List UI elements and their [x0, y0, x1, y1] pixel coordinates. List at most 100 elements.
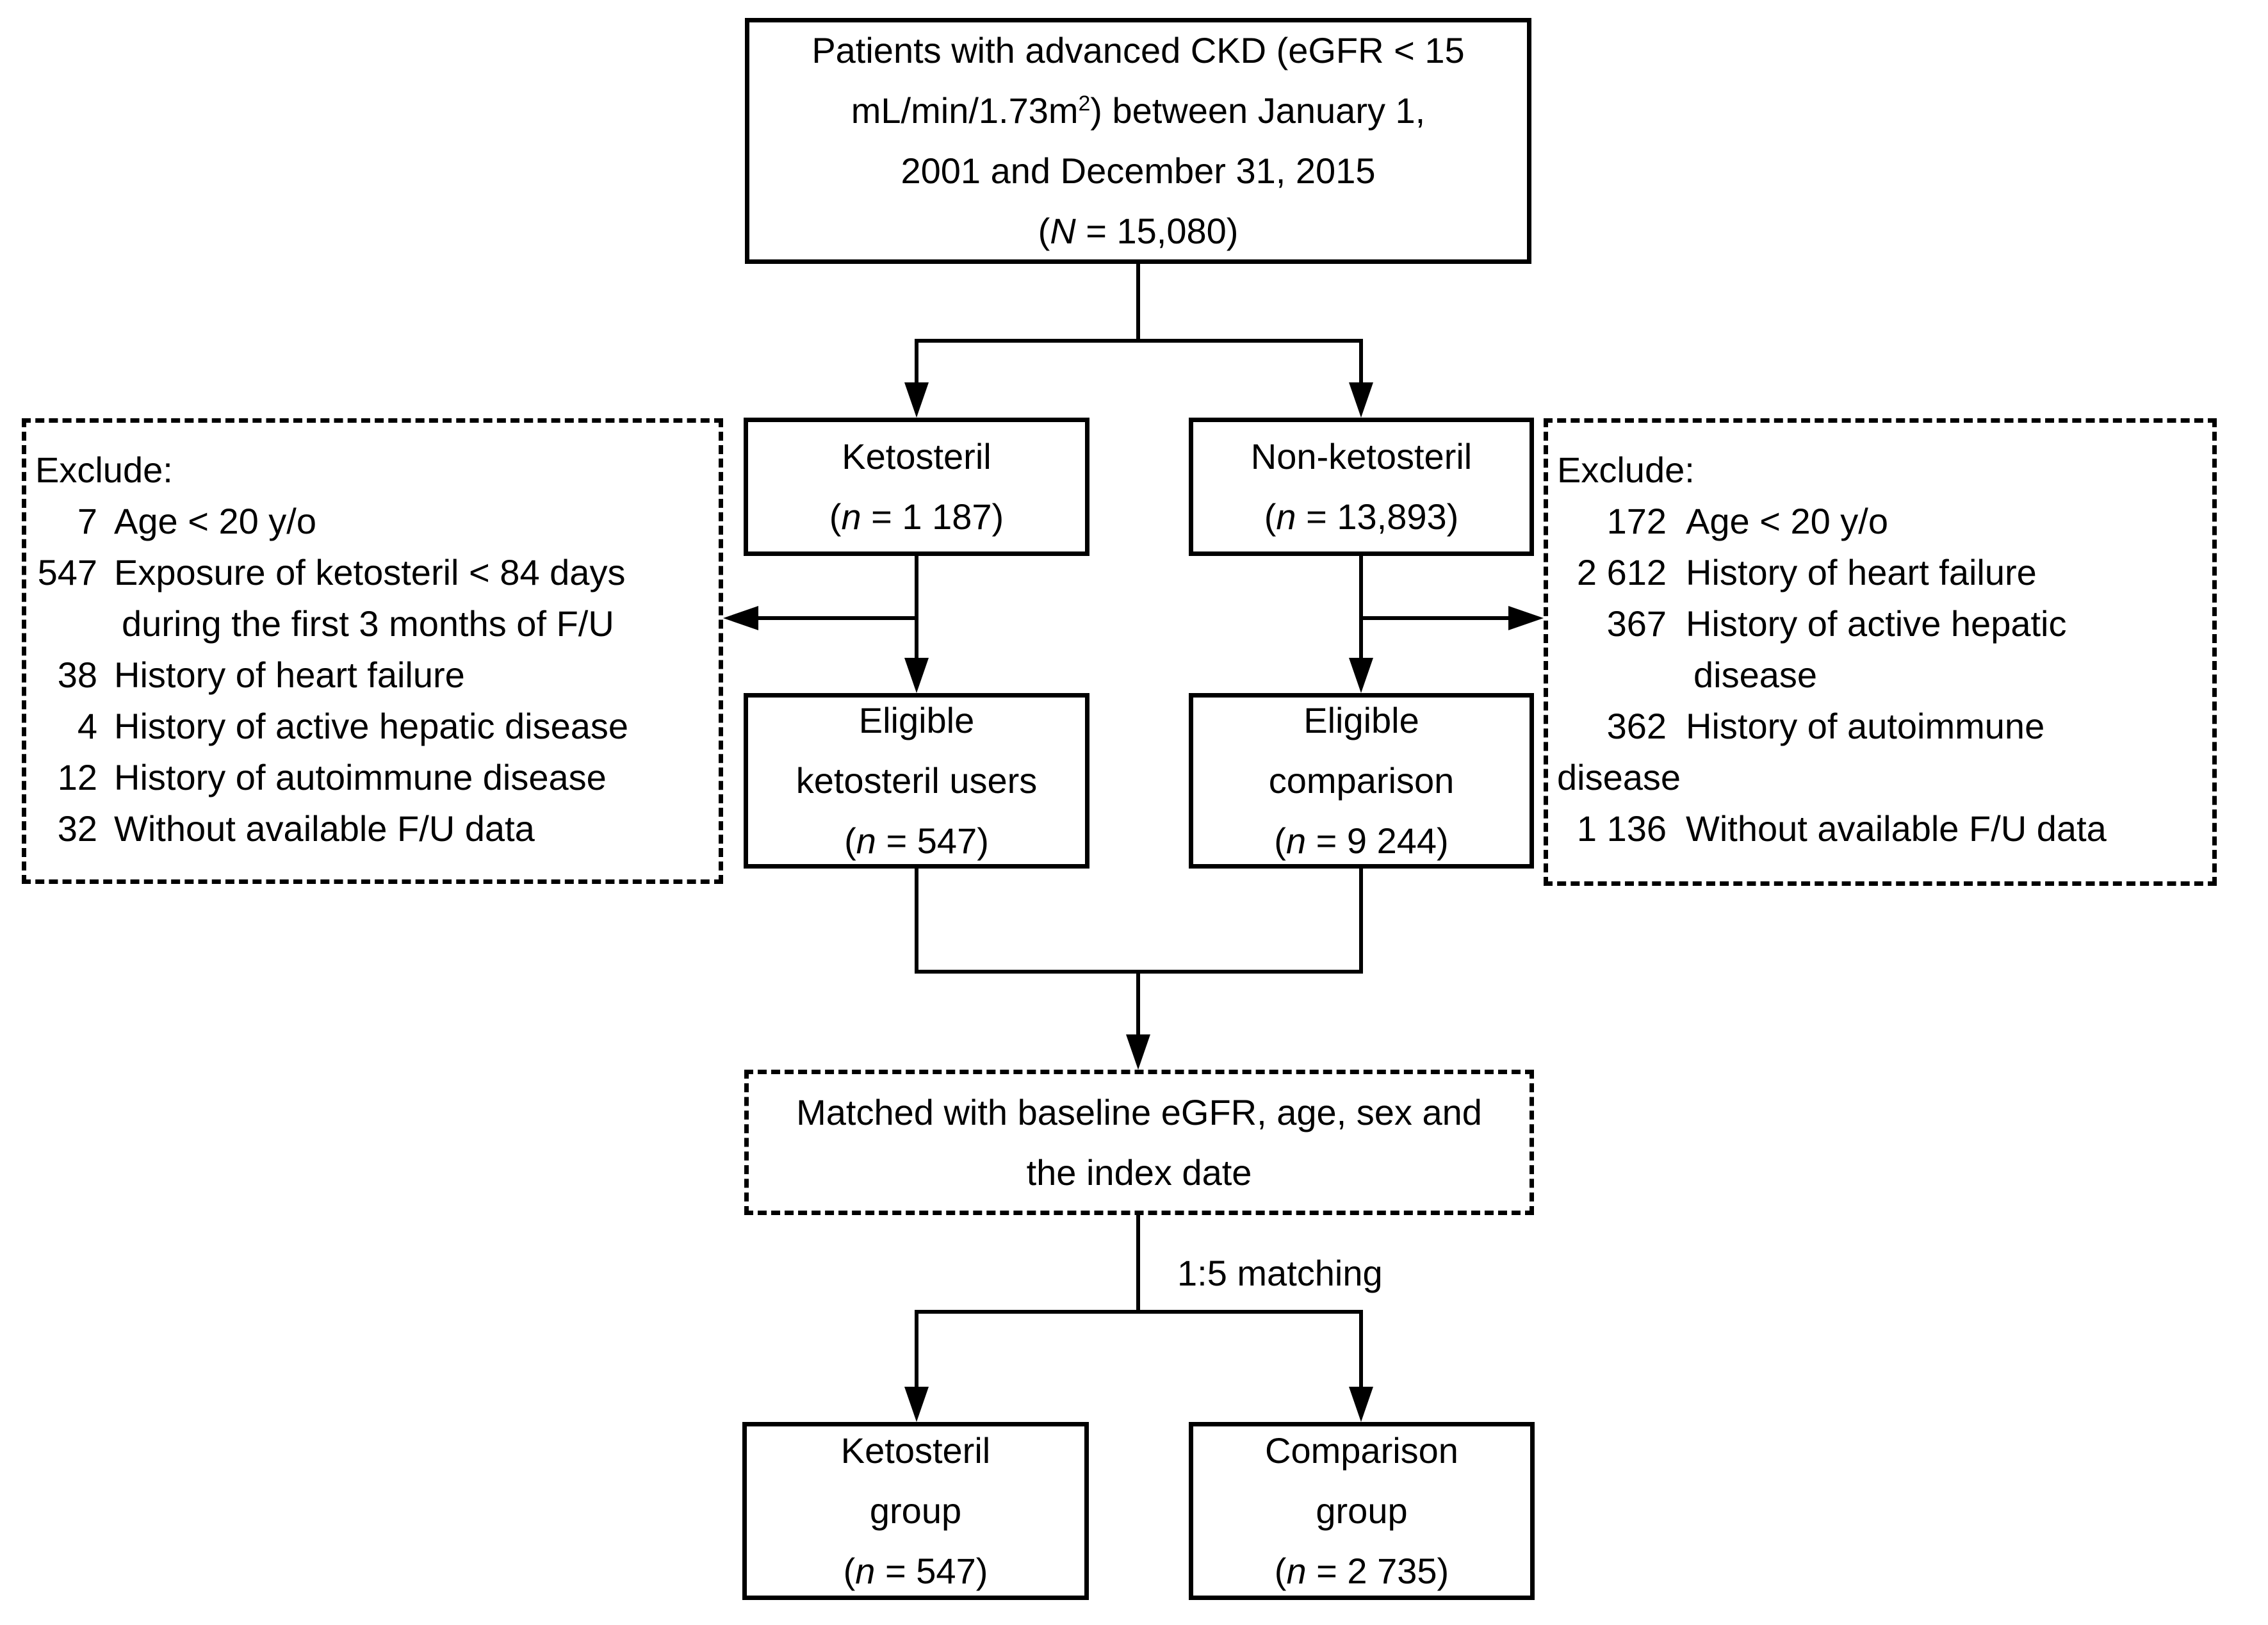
n-value: = 1 187) [861, 496, 1004, 537]
paren-open: ( [844, 821, 856, 861]
eligible-ketosteril-box: Eligible ketosteril users (n = 547) [744, 693, 1089, 869]
n-variable: n [841, 496, 861, 537]
exclusion-reason: History of autoimmune disease [114, 757, 607, 797]
exclusion-reason: History of heart failure [114, 655, 465, 695]
exclusion-count: 7 [77, 501, 97, 541]
eligible-ketosteril-sample-size: (n = 547) [844, 811, 989, 871]
exclusion-item: 362 History of autoimmune [1557, 701, 2203, 752]
connector-eligible-comparison-down [1359, 867, 1363, 974]
exclusion-reason-line-1: History of active hepatic [1686, 603, 2067, 644]
matching-ratio-label: 1:5 matching [1177, 1253, 1383, 1293]
n-variable: n [1285, 821, 1307, 861]
left-exclusion-title: Exclude: [35, 450, 173, 490]
enrollment-line-1: Patients with advanced CKD (eGFR < 15 [812, 30, 1465, 70]
n-value: = 9 244) [1306, 821, 1449, 861]
ketosteril-sample-size: (n = 1 187) [829, 487, 1004, 547]
connector-to-right-exclusion [1361, 616, 1512, 620]
comparison-group-line-1: Comparison [1265, 1430, 1458, 1471]
connector-into-non-ketosteril [1359, 339, 1363, 387]
enrollment-sample-size: (N = 15,080) [1038, 201, 1239, 261]
arrowhead-down-icon [1126, 1034, 1150, 1070]
connector-into-comparison-group [1359, 1310, 1363, 1392]
comparison-group-sample-size: (n = 2 735) [1275, 1541, 1449, 1601]
comparison-group-box: Comparison group (n = 2 735) [1189, 1422, 1535, 1600]
exclusion-count: 172 [1606, 501, 1667, 541]
arrowhead-right-icon [1508, 606, 1544, 630]
arrowhead-down-icon [1349, 382, 1373, 418]
ketosteril-group-sample-size: (n = 547) [844, 1541, 988, 1601]
exclusion-item: 38 History of heart failure [35, 649, 710, 701]
connector-top-split [915, 339, 1363, 343]
exclusion-count: 2 612 [1576, 552, 1667, 592]
matching-line-2: the index date [1026, 1152, 1252, 1193]
n-value: = 13,893) [1296, 496, 1459, 537]
exclusion-reason: Without available F/U data [1686, 808, 2107, 849]
connector-ketosteril-to-eligible [915, 555, 918, 664]
non-ketosteril-title: Non-ketosteril [1250, 436, 1473, 477]
exclusion-item: 7 Age < 20 y/o [35, 496, 710, 547]
exclusion-item: 1 136 Without available F/U data [1557, 803, 2203, 854]
exclusion-reason-flush: disease [1557, 757, 1681, 797]
exclusion-count: 547 [37, 552, 97, 592]
exclusion-count: 32 [57, 808, 97, 849]
n-variable: n [1276, 496, 1296, 537]
superscript-2: 2 [1078, 92, 1091, 116]
connector-non-ketosteril-to-eligible [1359, 555, 1363, 664]
exclusion-reason: Without available F/U data [114, 808, 535, 849]
connector-bottom-split [915, 1310, 1363, 1314]
exclusion-reason: History of active hepatic disease [1686, 598, 2066, 701]
paren-open: ( [829, 496, 842, 537]
n-variable: n [855, 1551, 876, 1591]
eligible-comparison-line-1: Eligible [1303, 700, 1419, 740]
n-variable: n [1286, 1551, 1307, 1591]
arrowhead-down-icon [1349, 658, 1373, 693]
matching-line-1: Matched with baseline eGFR, age, sex and [796, 1091, 1482, 1132]
exclusion-item: 172 Age < 20 y/o [1557, 496, 2203, 547]
n-variable: n [856, 821, 876, 861]
right-exclusion-title: Exclude: [1557, 450, 1695, 490]
n-value: = 547) [875, 1551, 988, 1591]
ketosteril-group-line-1: Ketosteril [840, 1430, 991, 1471]
ketosteril-box: Ketosteril (n = 1 187) [744, 418, 1089, 556]
enrollment-line-2-pre: mL/min/1.73m [851, 90, 1079, 131]
connector-eligible-ketosteril-down [915, 867, 918, 974]
right-exclusion-box: Exclude: 172 Age < 20 y/o 2 612 History … [1544, 418, 2217, 886]
exclusion-count: 1 136 [1576, 808, 1667, 849]
n-value: = 15,080) [1075, 211, 1239, 251]
left-exclusion-box: Exclude: 7 Age < 20 y/o 547 Exposure of … [22, 418, 723, 884]
connector-matching-down [1136, 1214, 1140, 1314]
arrowhead-down-icon [904, 382, 929, 418]
exclusion-count: 4 [77, 706, 97, 746]
exclusion-reason: History of active hepatic disease [114, 706, 629, 746]
connector-into-matching [1136, 970, 1140, 1037]
non-ketosteril-box: Non-ketosteril (n = 13,893) [1189, 418, 1534, 556]
arrowhead-down-icon [904, 1387, 929, 1422]
enrollment-line-2-post: ) between January 1, [1090, 90, 1426, 131]
enrollment-box: Patients with advanced CKD (eGFR < 15 mL… [745, 18, 1531, 264]
enrollment-line-2: mL/min/1.73m2) between January 1, [851, 81, 1425, 141]
exclusion-reason: History of heart failure [1686, 552, 2037, 592]
paren-open: ( [1264, 496, 1277, 537]
connector-into-ketosteril [915, 339, 918, 387]
paren-open: ( [1274, 1551, 1287, 1591]
arrowhead-left-icon [723, 606, 758, 630]
eligible-comparison-box: Eligible comparison (n = 9 244) [1189, 693, 1534, 869]
connector-into-ketosteril-group [915, 1310, 918, 1392]
ketosteril-title: Ketosteril [842, 436, 991, 477]
exclusion-reason: Age < 20 y/o [114, 501, 317, 541]
eligible-ketosteril-line-2: ketosteril users [795, 760, 1038, 801]
eligible-comparison-line-2: comparison [1268, 760, 1455, 801]
eligible-ketosteril-line-1: Eligible [858, 700, 975, 740]
exclusion-item: 547 Exposure of ketosteril < 84 days dur… [35, 547, 710, 649]
exclusion-reason-line-2: during the first 3 months of F/U [122, 603, 614, 644]
exclusion-item: 367 History of active hepatic disease [1557, 598, 2203, 701]
ketosteril-group-box: Ketosteril group (n = 547) [742, 1422, 1089, 1600]
connector-top-vertical [1136, 263, 1140, 341]
exclusion-item: 32 Without available F/U data [35, 803, 710, 854]
comparison-group-line-2: group [1316, 1490, 1408, 1531]
exclusion-reason: Age < 20 y/o [1686, 501, 1889, 541]
n-variable: N [1050, 211, 1076, 251]
paren-open: ( [843, 1551, 856, 1591]
exclusion-reason-line-2: disease [1693, 655, 1818, 695]
